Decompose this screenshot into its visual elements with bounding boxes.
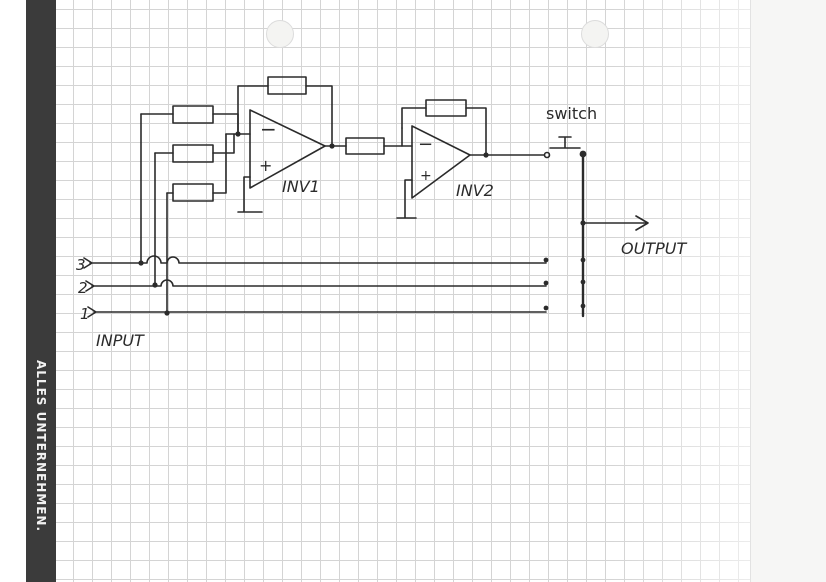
rail-contact [580, 279, 586, 285]
switch-lever [549, 136, 581, 149]
rail-contact [580, 303, 586, 309]
input-line-1 [87, 305, 549, 318]
opamp-inv1 [237, 76, 333, 213]
rail-contact [580, 257, 586, 263]
input-label: INPUT [96, 331, 145, 350]
input-line-2 [85, 279, 549, 292]
scan-edge [0, 0, 26, 582]
resistor-bottom [166, 133, 227, 202]
resistor-top [140, 105, 239, 135]
inv1-plus-sign: + [259, 156, 272, 175]
switch-label: switch [546, 104, 597, 123]
input-number-1: 1 [80, 305, 90, 323]
inv2-minus-sign: − [418, 134, 433, 155]
margin-band [26, 0, 56, 582]
feedback-resistor-inv1 [267, 76, 307, 95]
switch-pivot [579, 150, 587, 158]
input-line-3 [83, 255, 549, 269]
inv1-label: INV1 [282, 177, 320, 196]
right-margin [750, 0, 826, 582]
inv2-label: INV2 [456, 181, 494, 200]
input-number-3: 3 [76, 256, 86, 274]
output-label: OUTPUT [621, 239, 687, 258]
feedback-resistor-inv2 [425, 99, 467, 117]
punch-hole [266, 20, 294, 48]
switch-contact [543, 151, 551, 159]
coupling-wire [324, 127, 403, 147]
coupling-resistor [345, 137, 385, 155]
input-number-2: 2 [78, 279, 88, 297]
inv2-plus-sign: + [420, 168, 432, 184]
resistor-middle [154, 133, 235, 163]
punch-hole [581, 20, 609, 48]
opamp-inv2 [396, 99, 487, 219]
output-arrow [582, 215, 649, 231]
inv1-minus-sign: − [260, 117, 277, 141]
